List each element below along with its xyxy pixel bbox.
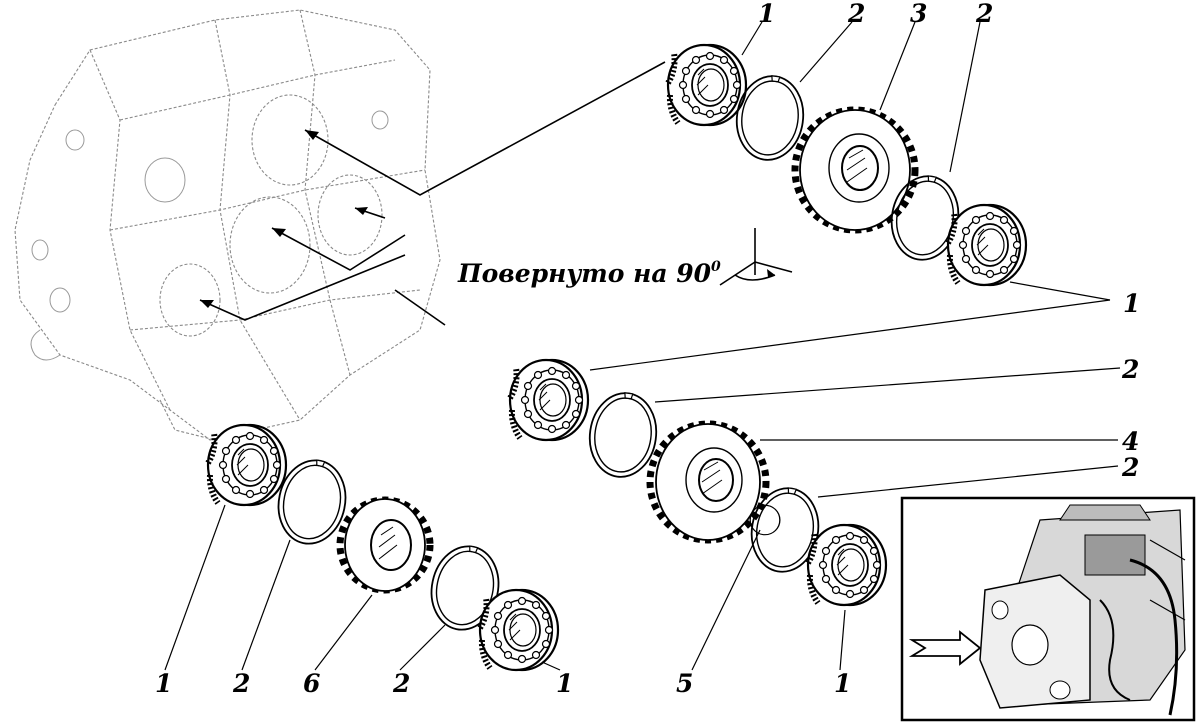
callout-number: 5: [676, 669, 693, 698]
snap-ring-icon: [749, 504, 781, 536]
leader-lines: [164, 21, 1121, 671]
callout-number: 4: [1122, 427, 1139, 456]
callout-labels: 1 2 3 2 1 2 4 2 1 2 6 2 1 5 1: [155, 0, 1140, 698]
gearbox-housing-icon: [14, 9, 441, 441]
callout-number: 6: [303, 669, 320, 698]
gear-icon: [791, 106, 919, 234]
gear-icon: [646, 420, 770, 544]
callout-number: 1: [1123, 289, 1140, 318]
callout-number: 3: [910, 0, 927, 28]
callout-number: 1: [758, 0, 775, 28]
callout-number: 2: [232, 669, 250, 698]
rotation-symbol-icon: [719, 228, 793, 286]
tractor-engine-inset-icon: [900, 496, 1196, 722]
snap-ring-icon: [583, 387, 663, 483]
bearing-icon: [208, 425, 286, 505]
callout-number: 2: [975, 0, 993, 28]
bearing-icon: [510, 360, 588, 440]
callout-number: 2: [392, 669, 410, 698]
arrow-icon: [199, 61, 666, 326]
bearing-icon: [948, 205, 1026, 285]
callout-number: 1: [155, 669, 172, 698]
gear-icon: [336, 496, 434, 594]
callout-number: 1: [556, 669, 573, 698]
callout-number: 2: [847, 0, 865, 28]
bearing-icon: [668, 45, 746, 125]
callout-number: 2: [1121, 453, 1139, 482]
callout-number: 2: [1121, 355, 1139, 384]
rotation-caption: Повернуто на 900: [457, 259, 721, 288]
bearing-icon: [480, 590, 558, 670]
bearing-icon: [808, 525, 886, 605]
callout-number: 1: [834, 669, 851, 698]
